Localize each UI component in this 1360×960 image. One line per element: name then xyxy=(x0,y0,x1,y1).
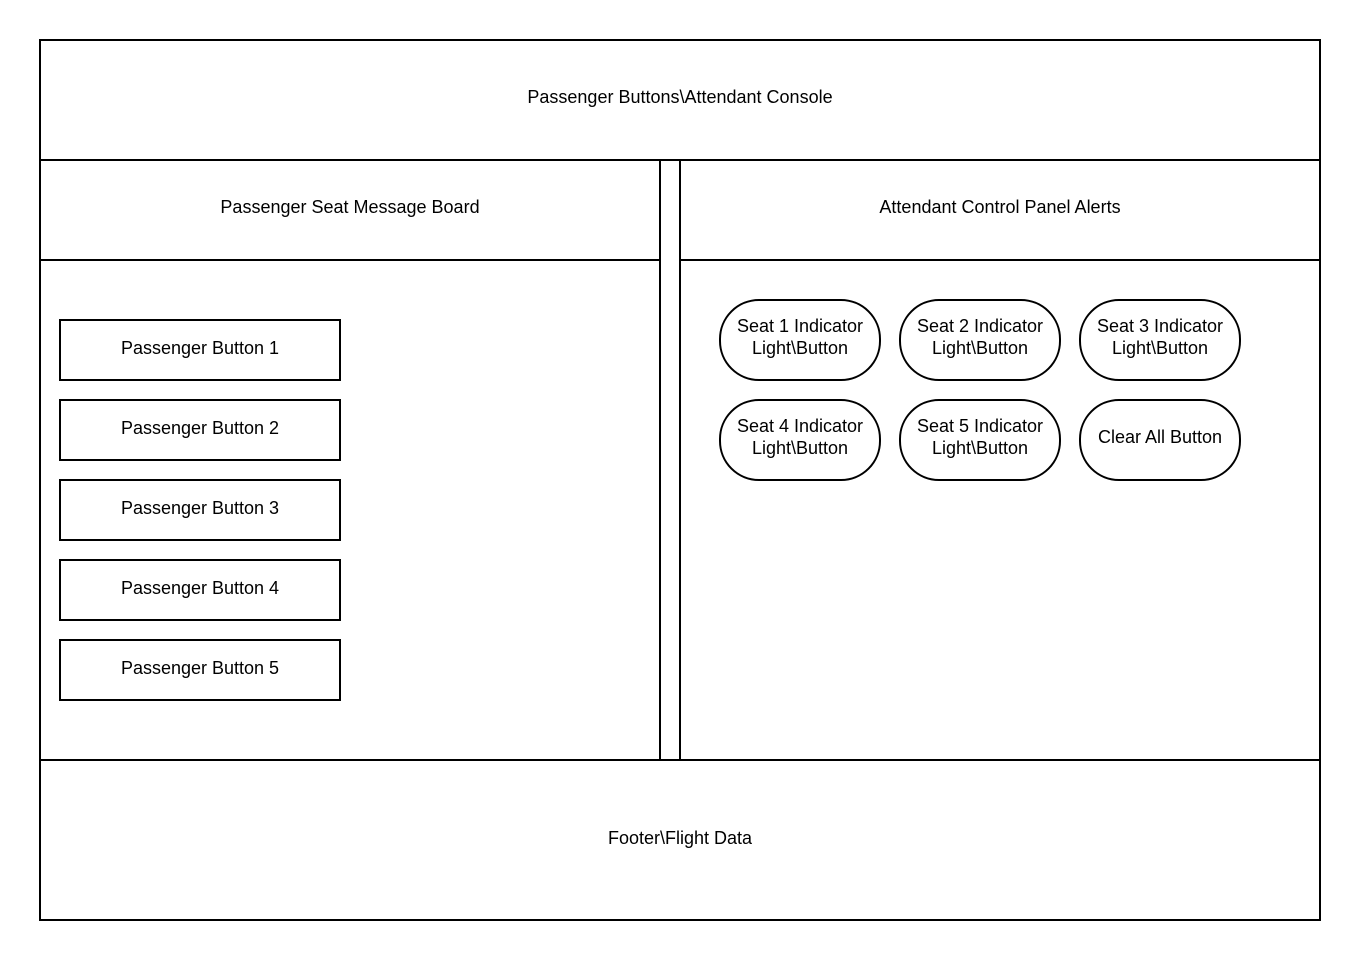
seat-1-indicator-button[interactable]: Seat 1 Indicator Light\Button xyxy=(719,299,881,381)
passenger-button-label: Passenger Button 2 xyxy=(120,417,280,438)
console-header: Passenger Buttons\Attendant Console xyxy=(39,39,1321,161)
passenger-button-label: Passenger Button 4 xyxy=(120,577,280,598)
console-title: Passenger Buttons\Attendant Console xyxy=(527,87,833,107)
seat-2-indicator-button[interactable]: Seat 2 Indicator Light\Button xyxy=(899,299,1061,381)
passenger-button-label: Passenger Button 3 xyxy=(120,497,280,518)
footer-text: Footer\Flight Data xyxy=(607,828,753,848)
panel-divider xyxy=(659,159,681,761)
passenger-button-5[interactable]: Passenger Button 5 xyxy=(59,639,341,701)
seat-indicator-label: Seat 3 Indicator Light\Button xyxy=(1096,316,1224,358)
seat-indicator-label: Seat 4 Indicator Light\Button xyxy=(736,416,864,458)
passenger-button-3[interactable]: Passenger Button 3 xyxy=(59,479,341,541)
passenger-panel-header: Passenger Seat Message Board xyxy=(39,159,661,261)
seat-indicator-label: Seat 5 Indicator Light\Button xyxy=(916,416,1044,458)
attendant-panel-header: Attendant Control Panel Alerts xyxy=(679,159,1321,261)
seat-4-indicator-button[interactable]: Seat 4 Indicator Light\Button xyxy=(719,399,881,481)
passenger-button-label: Passenger Button 1 xyxy=(120,337,280,358)
passenger-panel-title: Passenger Seat Message Board xyxy=(220,197,480,217)
footer-flight-data: Footer\Flight Data xyxy=(39,759,1321,921)
passenger-button-2[interactable]: Passenger Button 2 xyxy=(59,399,341,461)
attendant-panel-title: Attendant Control Panel Alerts xyxy=(879,197,1121,217)
seat-indicator-label: Seat 2 Indicator Light\Button xyxy=(916,316,1044,358)
passenger-button-4[interactable]: Passenger Button 4 xyxy=(59,559,341,621)
clear-all-label: Clear All Button xyxy=(1097,427,1223,447)
seat-indicator-label: Seat 1 Indicator Light\Button xyxy=(736,316,864,358)
passenger-button-1[interactable]: Passenger Button 1 xyxy=(59,319,341,381)
seat-3-indicator-button[interactable]: Seat 3 Indicator Light\Button xyxy=(1079,299,1241,381)
passenger-button-label: Passenger Button 5 xyxy=(120,657,280,678)
clear-all-button[interactable]: Clear All Button xyxy=(1079,399,1241,481)
seat-5-indicator-button[interactable]: Seat 5 Indicator Light\Button xyxy=(899,399,1061,481)
